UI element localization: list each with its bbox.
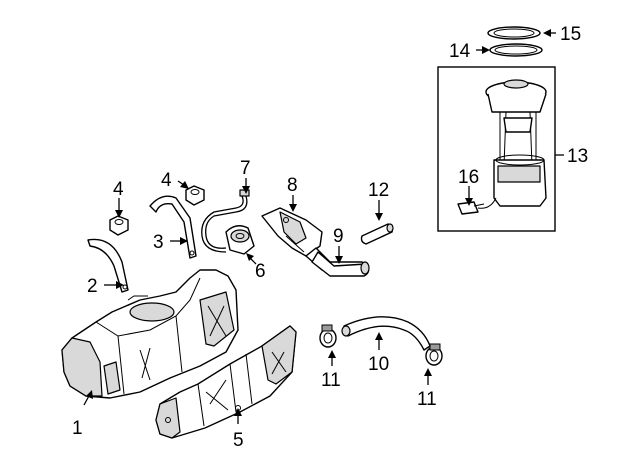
- callout-15: 15: [560, 24, 581, 45]
- callout-4-left: 4: [113, 179, 124, 200]
- callout-16: 16: [458, 167, 479, 188]
- fill-pipe: [305, 247, 370, 277]
- filler-tube: [261, 207, 323, 257]
- callout-1: 1: [72, 418, 83, 439]
- strap-nut-right: [185, 185, 205, 206]
- callout-8: 8: [287, 175, 298, 196]
- tank-strap-rear: [149, 195, 197, 259]
- callout-5: 5: [233, 430, 244, 451]
- strap-nut-left: [109, 215, 129, 236]
- tank-strap-front: [87, 238, 129, 293]
- filler-neck-housing: [225, 225, 255, 255]
- o-ring-seal: [489, 43, 543, 57]
- fuel-pump-module: [437, 66, 556, 232]
- callout-13: 13: [567, 146, 588, 167]
- callout-7: 7: [240, 158, 251, 179]
- lock-ring: [487, 26, 541, 40]
- callout-12: 12: [368, 180, 389, 201]
- callout-14: 14: [449, 41, 471, 62]
- fuel-tank: [61, 269, 239, 399]
- callout-3: 3: [153, 232, 164, 253]
- callout-9: 9: [333, 226, 344, 247]
- callout-11-right: 11: [417, 389, 437, 410]
- callout-2: 2: [87, 276, 98, 297]
- hose-connector: [360, 223, 394, 245]
- hose-clamp-left: [319, 324, 337, 348]
- hose-clamp-right: [425, 343, 443, 366]
- callout-6: 6: [255, 261, 266, 282]
- callout-4-right: 4: [161, 170, 172, 191]
- callout-10: 10: [368, 354, 389, 375]
- callout-11-left: 11: [321, 370, 341, 391]
- skid-plate: [155, 325, 297, 439]
- leader-lines: [83, 29, 564, 424]
- fuel-hose: [341, 316, 431, 351]
